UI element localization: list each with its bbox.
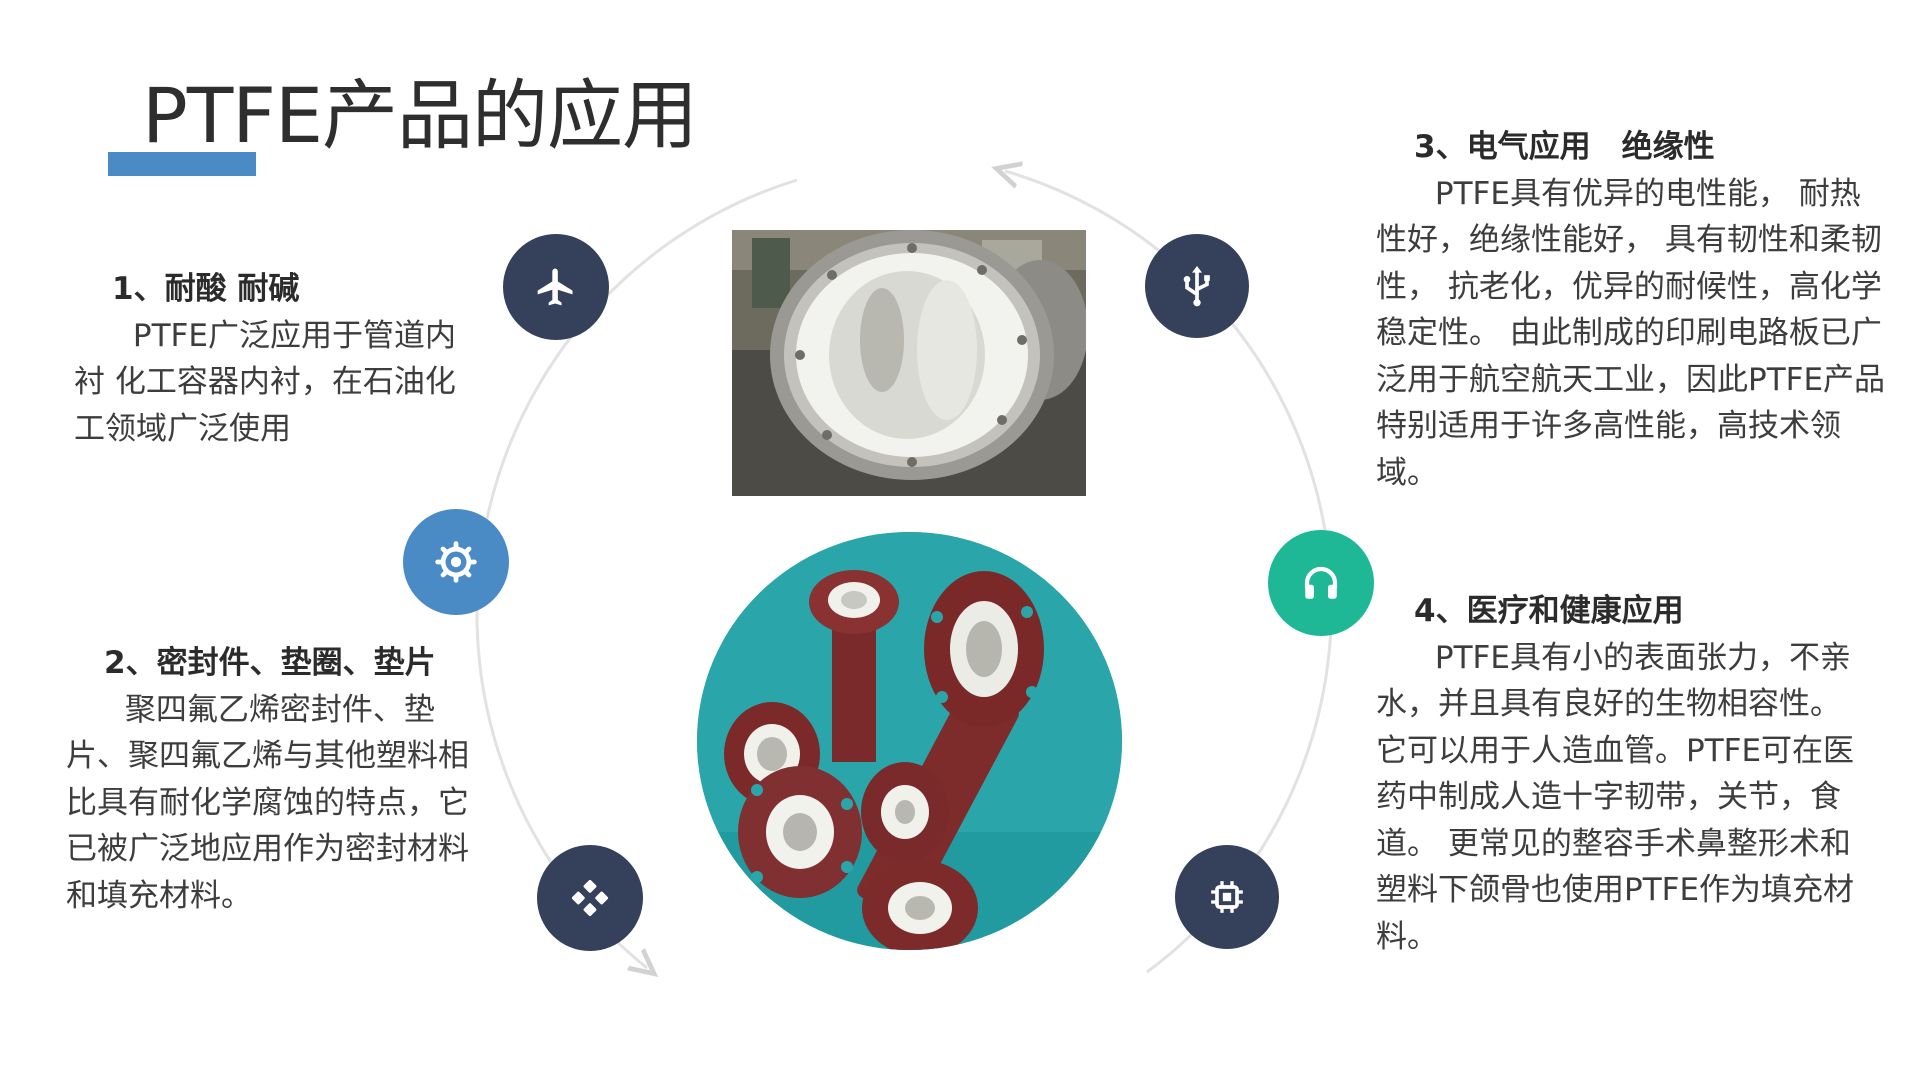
section-body: PTFE具有小的表面张力，不亲水，并且具有良好的生物相容性。它可以用于人造血管。… [1376,639,1855,955]
section-medical: 4、医疗和健康应用 PTFE具有小的表面张力，不亲水，并且具有良好的生物相容性。… [1376,588,1862,960]
section-body: 聚四氟乙烯密封件、垫片、聚四氟乙烯与其他塑料相比具有耐化学腐蚀的特点，它已被广泛… [66,691,469,914]
node-chip [1175,845,1279,949]
usb-icon [1183,266,1210,307]
section-seals-gaskets: 2、密封件、垫圈、垫片 聚四氟乙烯密封件、垫片、聚四氟乙烯与其他塑料相比具有耐化… [66,640,478,919]
puzzle-icon [571,879,609,917]
section-body: PTFE广泛应用于管道内衬 化工容器内衬，在石油化工领域广泛使用 [74,317,456,447]
lined-fittings-illustration [697,532,1122,950]
photo-lined-pipe [732,230,1086,496]
slide-title: PTFE产品的应用 [142,71,698,160]
title-accent-bar [108,152,256,176]
node-airplane [503,234,609,340]
section-body: PTFE具有优异的电性能， 耐热性好，绝缘性能好， 具有韧性和柔韧性， 抗老化，… [1376,175,1886,491]
node-puzzle [537,845,643,951]
section-heading: 3、电气应用 绝缘性 [1414,129,1715,165]
gear-icon [435,541,477,583]
section-acid-alkali: 1、耐酸 耐碱 PTFE广泛应用于管道内衬 化工容器内衬，在石油化工领域广泛使用 [74,266,486,452]
section-heading: 4、医疗和健康应用 [1414,593,1684,629]
chip-icon [1211,881,1243,913]
airplane-icon [537,268,573,306]
node-usb [1145,234,1249,338]
photo-lined-fittings [697,532,1122,950]
section-heading: 2、密封件、垫圈、垫片 [104,645,436,681]
section-electrical: 3、电气应用 绝缘性 PTFE具有优异的电性能， 耐热性好，绝缘性能好， 具有韧… [1376,124,1888,496]
node-gear [403,509,509,615]
node-headphones [1268,530,1374,636]
headphones-icon [1304,566,1338,599]
section-heading: 1、耐酸 耐碱 [112,271,300,307]
lined-pipe-illustration [732,230,1086,496]
